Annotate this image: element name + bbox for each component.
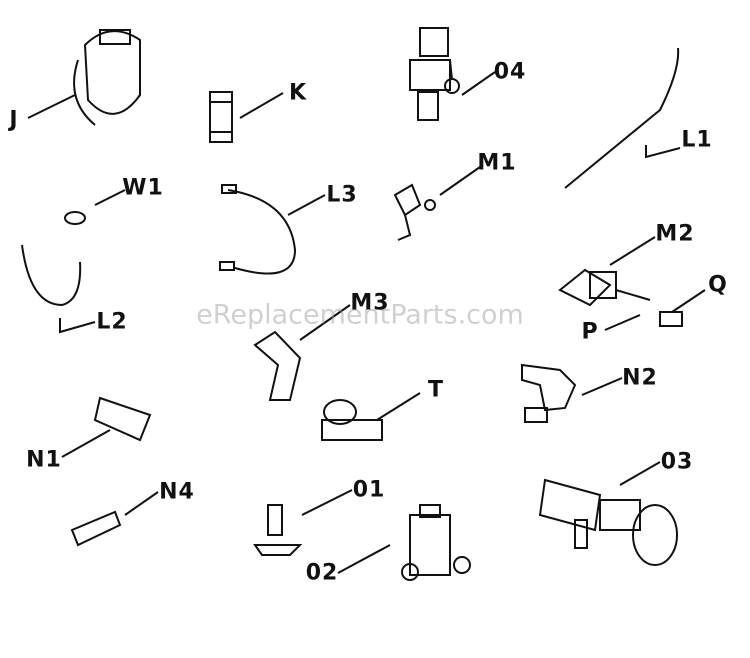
part-j-bowl <box>73 29 141 126</box>
label-01: 01 <box>352 477 386 503</box>
label-j: J <box>9 107 19 133</box>
label-03: 03 <box>660 449 694 475</box>
part-l1-rod <box>564 47 680 189</box>
label-l1: L1 <box>681 127 713 153</box>
label-n2: N2 <box>622 365 658 391</box>
part-o2-valve <box>401 504 471 581</box>
part-n4-nipple <box>70 510 122 547</box>
label-02: 02 <box>305 560 339 586</box>
label-n1: N1 <box>26 447 62 473</box>
part-m1-fitting <box>393 183 436 241</box>
part-m3-elbow <box>253 330 302 401</box>
label-m2: M2 <box>655 221 695 247</box>
label-04: 04 <box>493 59 527 85</box>
label-p: P <box>581 319 599 345</box>
leader-lines <box>27 71 706 574</box>
part-o3-valve <box>538 478 678 566</box>
label-m3: M3 <box>350 290 390 316</box>
part-l2-tube <box>21 244 82 307</box>
label-q: Q <box>708 272 728 298</box>
watermark: eReplacementParts.com <box>196 299 524 331</box>
part-l3-tube <box>219 184 297 275</box>
part-n1-nipple <box>93 396 152 442</box>
label-l2: L2 <box>96 309 128 335</box>
label-w1: W1 <box>122 175 164 201</box>
part-t-elbow <box>321 399 383 441</box>
label-l3: L3 <box>326 182 358 208</box>
part-o4-valve <box>409 27 460 121</box>
label-m1: M1 <box>477 150 517 176</box>
label-n4: N4 <box>159 479 195 505</box>
part-n2-elbow <box>521 363 577 423</box>
part-w1-washer <box>64 211 86 225</box>
part-m2-fitting <box>558 268 651 307</box>
part-k-nipple <box>209 91 233 143</box>
part-q-fitting <box>659 311 683 327</box>
part-o1-fitting <box>253 504 303 556</box>
label-k: K <box>288 80 308 106</box>
label-t: T <box>427 377 445 403</box>
